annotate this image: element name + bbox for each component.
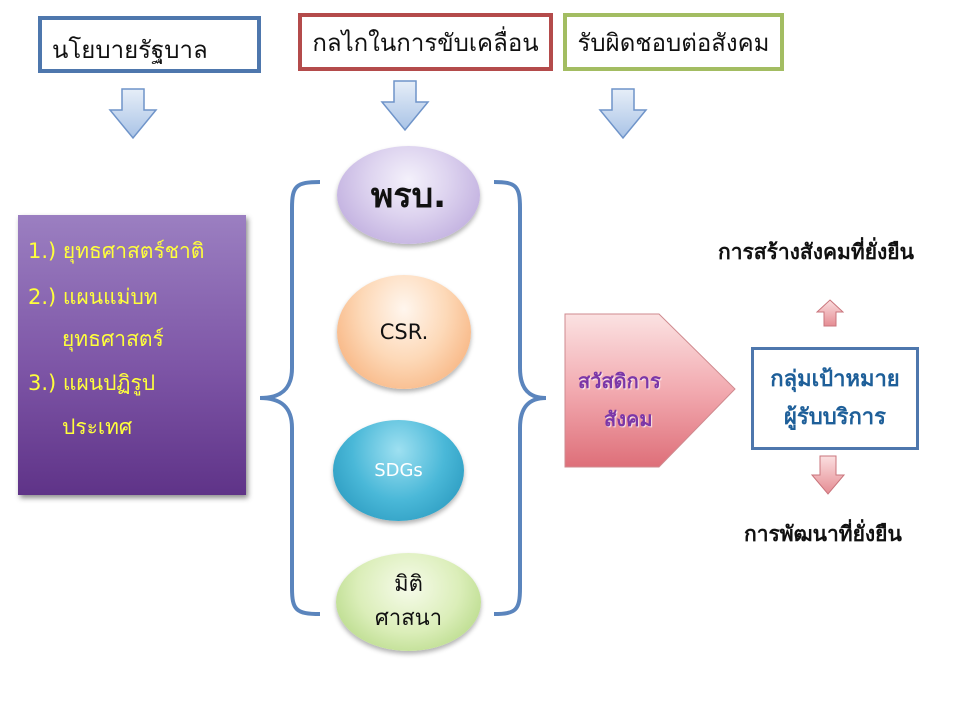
responsibility-header-label: รับผิดชอบต่อสังคม — [577, 28, 770, 57]
down-arrow-icon — [598, 88, 648, 140]
act-oval: พรบ. — [337, 146, 480, 244]
religion-label-line1: มิติ — [394, 572, 423, 597]
csr-label: CSR. — [379, 320, 429, 344]
mechanism-header-label: กลไกในการขับเคลื่อน — [312, 28, 539, 57]
policy-item: 2.) แผนแม่บท — [28, 285, 158, 309]
policy-item: 3.) แผนปฏิรูป — [28, 371, 156, 395]
welfare-label-line1: สวัสดิการ — [578, 369, 661, 393]
policy-item: 1.) ยุทธศาสตร์ชาติ — [28, 239, 205, 263]
policy-header-box: นโยบายรัฐบาล — [38, 16, 261, 73]
target-label-line1: กลุ่มเป้าหมาย — [770, 366, 900, 392]
target-group-box: กลุ่มเป้าหมาย ผู้รับบริการ — [751, 347, 919, 450]
outcome-sustainable-society: การสร้างสังคมที่ยั่งยืน — [718, 240, 914, 264]
csr-oval: CSR. — [337, 275, 471, 389]
act-label: พรบ. — [370, 176, 447, 216]
up-arrow-icon — [816, 299, 844, 327]
sdgs-label: SDGs — [374, 460, 423, 481]
outcome-sustainable-development: การพัฒนาที่ยั่งยืน — [744, 522, 902, 546]
sdgs-oval: SDGs — [333, 420, 464, 521]
down-arrow-icon — [380, 80, 430, 132]
religion-oval: มิติ ศาสนา — [336, 553, 481, 651]
policy-item: ประเทศ — [62, 415, 133, 439]
welfare-pentagon-arrow — [564, 313, 736, 468]
religion-label-line2: ศาสนา — [374, 606, 443, 631]
down-arrow-icon — [108, 88, 158, 140]
mechanism-header-box: กลไกในการขับเคลื่อน — [298, 13, 553, 71]
left-brace — [259, 180, 321, 616]
policy-list-box: 1.) ยุทธศาสตร์ชาติ 2.) แผนแม่บท ยุทธศาสต… — [18, 215, 246, 495]
down-arrow-icon — [811, 455, 845, 495]
target-label-line2: ผู้รับบริการ — [784, 404, 886, 430]
right-brace — [493, 180, 547, 616]
welfare-label-line2: สังคม — [604, 407, 653, 431]
policy-header-label: นโยบายรัฐบาล — [52, 36, 208, 64]
responsibility-header-box: รับผิดชอบต่อสังคม — [563, 13, 784, 71]
policy-item: ยุทธศาสตร์ — [62, 327, 164, 351]
